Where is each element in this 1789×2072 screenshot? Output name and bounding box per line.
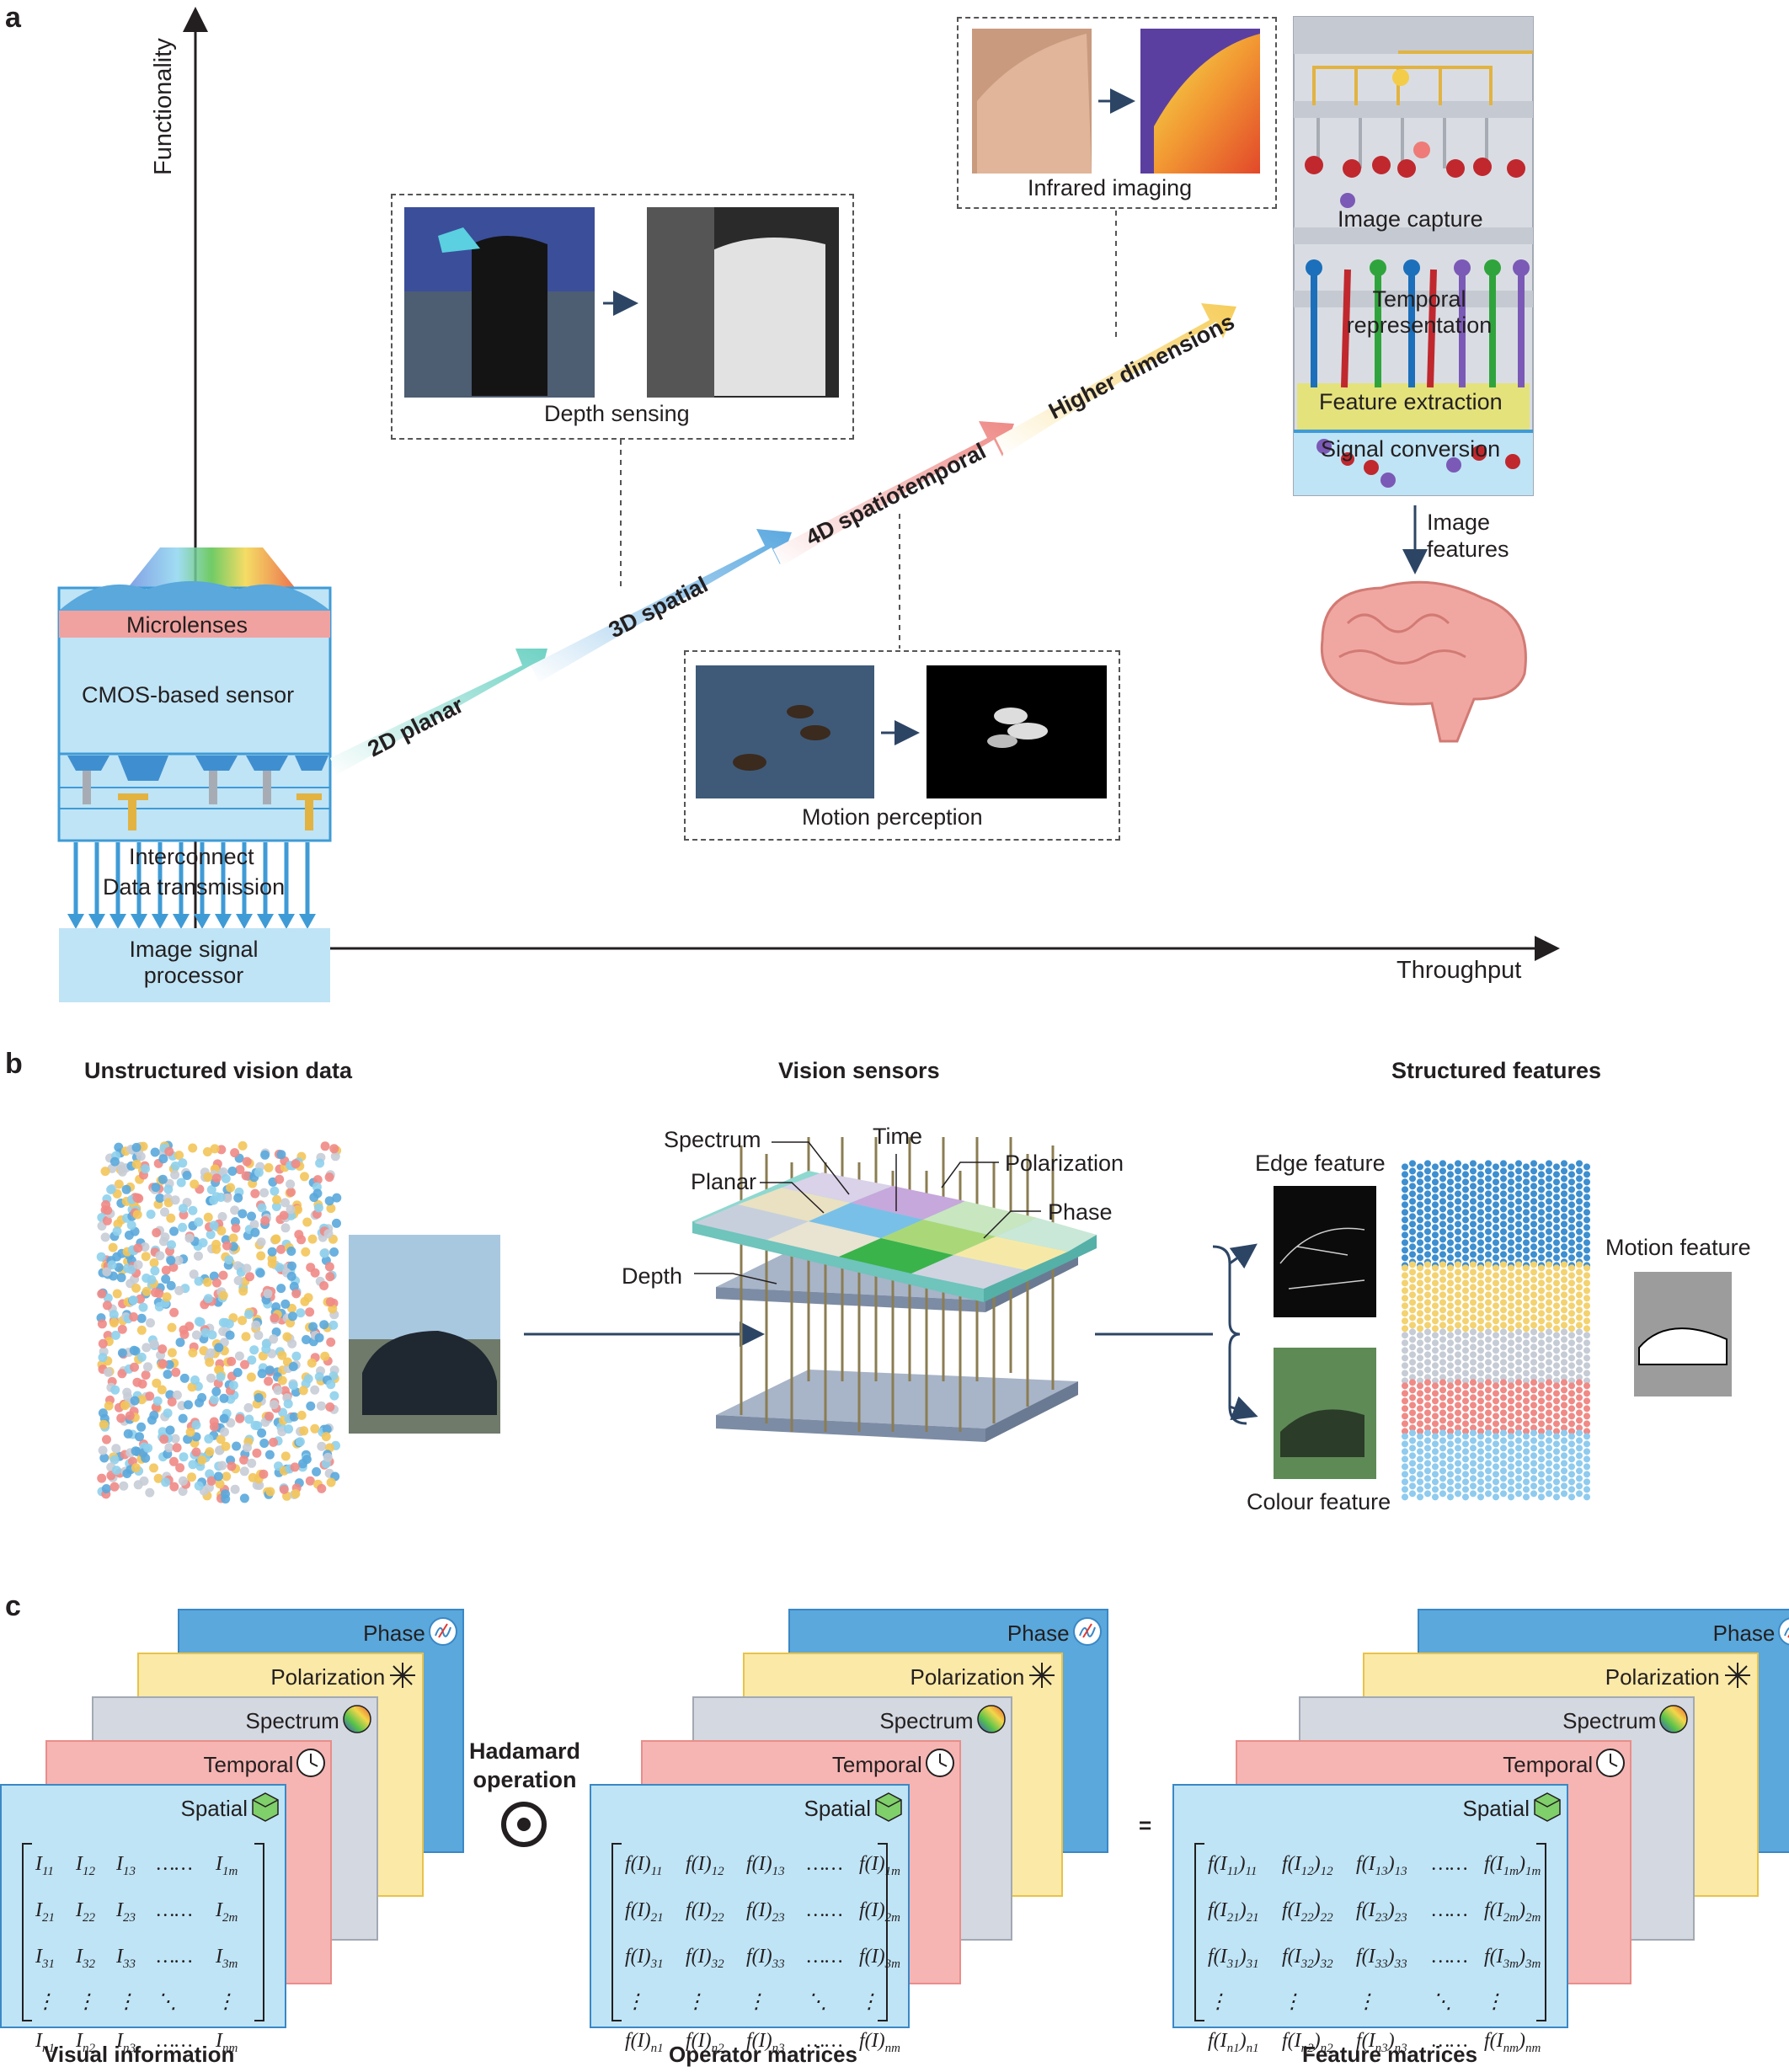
spatial-icon: [249, 1791, 281, 1827]
matrix-left-bracket: [611, 1843, 622, 2021]
layer-title-temporal: Temporal: [203, 1752, 294, 1777]
matrix-left-bracket: [22, 1843, 32, 2021]
hadamard-label: Hadamard operation: [468, 1738, 581, 1792]
feature-extraction-label: Feature extraction: [1319, 389, 1503, 414]
data-transmission-label: Data transmission: [103, 874, 286, 900]
panel-c-letter: c: [5, 1590, 21, 1622]
panel-a-graphics: [57, 7, 1560, 1002]
layer-title-spatial: Spatial: [180, 1796, 248, 1821]
spectrum-icon: [1658, 1703, 1690, 1739]
phase-icon: [1071, 1615, 1103, 1652]
structured-features-heading: Structured features: [1391, 1058, 1602, 1083]
polarization-icon: [387, 1659, 419, 1696]
spectrum-icon: [975, 1703, 1007, 1739]
colour-feature-label: Colour feature: [1247, 1489, 1391, 1514]
depth-sensing-inset: [391, 194, 854, 440]
microlenses-label: Microlenses: [126, 612, 248, 638]
signal-conversion-label: Signal conversion: [1321, 436, 1501, 462]
feature-matrices-caption: Feature matrices: [1302, 2042, 1478, 2067]
layer-title-spatial: Spatial: [804, 1796, 872, 1821]
depth-label: Depth: [622, 1263, 683, 1289]
unstructured-data-heading: Unstructured vision data: [84, 1058, 353, 1083]
panel-b-graphics: [96, 1137, 1732, 1504]
layer-title-polarization: Polarization: [270, 1664, 386, 1690]
layer-title-phase: Phase: [363, 1621, 425, 1646]
spectrum-icon: [341, 1703, 373, 1739]
infrared-imaging-label: Infrared imaging: [1028, 175, 1193, 200]
interconnect-label: Interconnect: [129, 844, 254, 869]
phase-label: Phase: [1048, 1199, 1113, 1225]
operator-matrices-caption: Operator matrices: [669, 2042, 857, 2067]
temporal-icon: [295, 1747, 327, 1783]
phase-icon: [1776, 1615, 1789, 1652]
temporal-icon: [1594, 1747, 1626, 1783]
image-capture-label: Image capture: [1338, 206, 1483, 232]
layer-title-polarization: Polarization: [910, 1664, 1025, 1690]
layer-title-phase: Phase: [1007, 1621, 1070, 1646]
unstructured-data-cloud: [96, 1140, 342, 1504]
matrix-right-bracket: [878, 1843, 888, 2021]
equals-sign: =: [1139, 1813, 1152, 1838]
matrix-left-bracket: [1194, 1843, 1204, 2021]
layer-title-temporal: Temporal: [1503, 1752, 1594, 1777]
infrared-imaging-inset: [957, 17, 1277, 209]
layer-title-spectrum: Spectrum: [879, 1708, 974, 1733]
spectrum-label: Spectrum: [664, 1127, 761, 1152]
functionality-axis-label: Functionality: [150, 38, 177, 175]
isp-label: Image signal processor: [129, 937, 259, 988]
polarization-icon: [1722, 1659, 1754, 1696]
layer-title-spectrum: Spectrum: [1562, 1708, 1657, 1733]
layer-title-spatial: Spatial: [1462, 1796, 1530, 1821]
edge-feature-label: Edge feature: [1255, 1151, 1386, 1176]
panel-b-letter: b: [5, 1048, 23, 1080]
layer-title-temporal: Temporal: [831, 1752, 922, 1777]
visual-information-caption: Visual information: [44, 2042, 235, 2067]
cmos-sensor-label: CMOS-based sensor: [82, 682, 295, 708]
layer-title-spectrum: Spectrum: [245, 1708, 339, 1733]
temporal-representation-label: Temporal representation: [1346, 286, 1493, 338]
throughput-axis-label: Throughput: [1396, 957, 1522, 984]
time-label: Time: [873, 1124, 922, 1149]
matrix-right-bracket: [254, 1843, 264, 2021]
motion-feature-label: Motion feature: [1605, 1235, 1751, 1260]
polarization-icon: [1026, 1659, 1058, 1696]
spatial-icon: [873, 1791, 905, 1827]
planar-label: Planar: [691, 1169, 757, 1194]
layer-title-phase: Phase: [1712, 1621, 1776, 1646]
matrix-right-bracket: [1536, 1843, 1546, 2021]
hadamard-operator-icon: [501, 1802, 547, 1847]
structured-feature-cylinder: [1402, 1160, 1590, 1501]
motion-perception-inset: [684, 650, 1120, 841]
layer-title-polarization: Polarization: [1605, 1664, 1720, 1690]
vision-sensors-heading: Vision sensors: [778, 1058, 940, 1083]
spatial-icon: [1531, 1791, 1563, 1827]
image-features-label: Image features: [1427, 510, 1509, 562]
depth-sensing-label: Depth sensing: [544, 401, 690, 426]
phase-icon: [427, 1615, 459, 1652]
motion-perception-label: Motion perception: [802, 804, 983, 830]
polarization-label: Polarization: [1005, 1151, 1124, 1176]
temporal-icon: [924, 1747, 956, 1783]
panel-a-letter: a: [5, 2, 21, 34]
